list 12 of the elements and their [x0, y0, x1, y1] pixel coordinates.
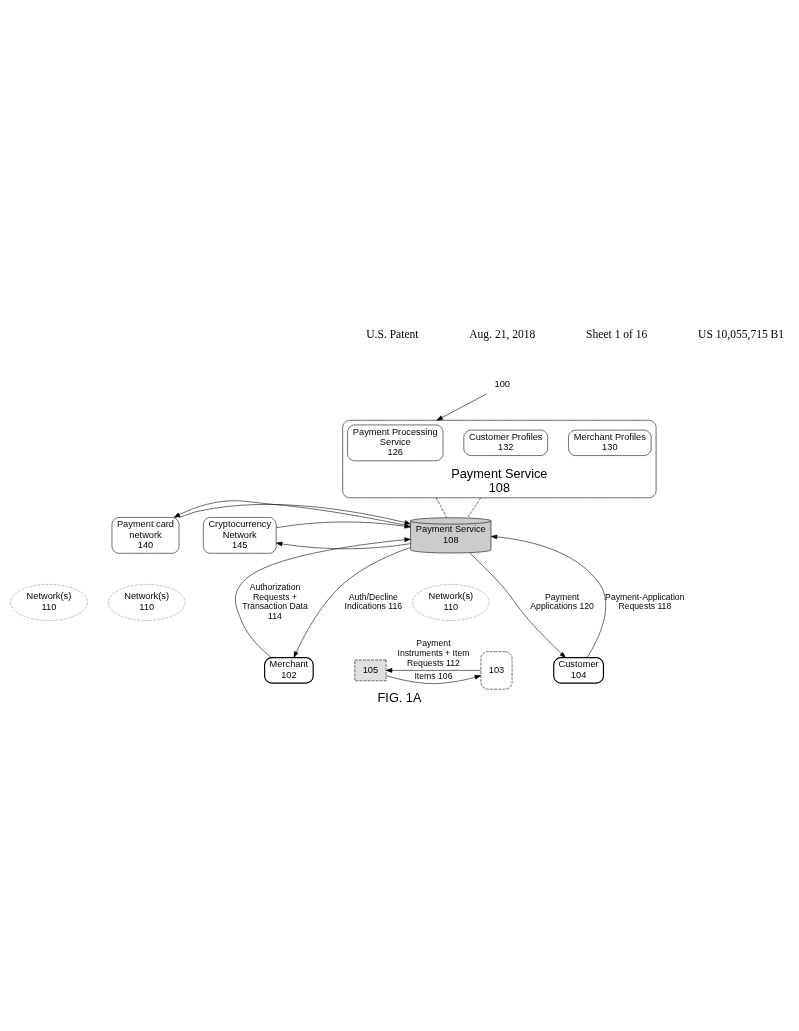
node-text: 100	[494, 378, 510, 389]
edge-label: Payment-Application Requests 118	[605, 591, 685, 611]
label: U.S. Patent	[366, 327, 419, 341]
edge-label: Items 106	[414, 670, 453, 681]
label: Sheet 1 of 16	[586, 327, 648, 341]
caption: FIG. 1A	[377, 689, 422, 705]
label: US 10,055,715 B1	[698, 327, 785, 341]
edge-label: Payment Applications 120	[530, 591, 594, 611]
edge-label: Authorization Requests + Transaction Data 114	[242, 581, 308, 621]
label: Aug. 21, 2018	[469, 327, 536, 341]
edge-label: Auth/Decline Indications 116	[344, 591, 403, 611]
edge-label: Payment Instruments + Item Requests 112	[397, 637, 470, 668]
